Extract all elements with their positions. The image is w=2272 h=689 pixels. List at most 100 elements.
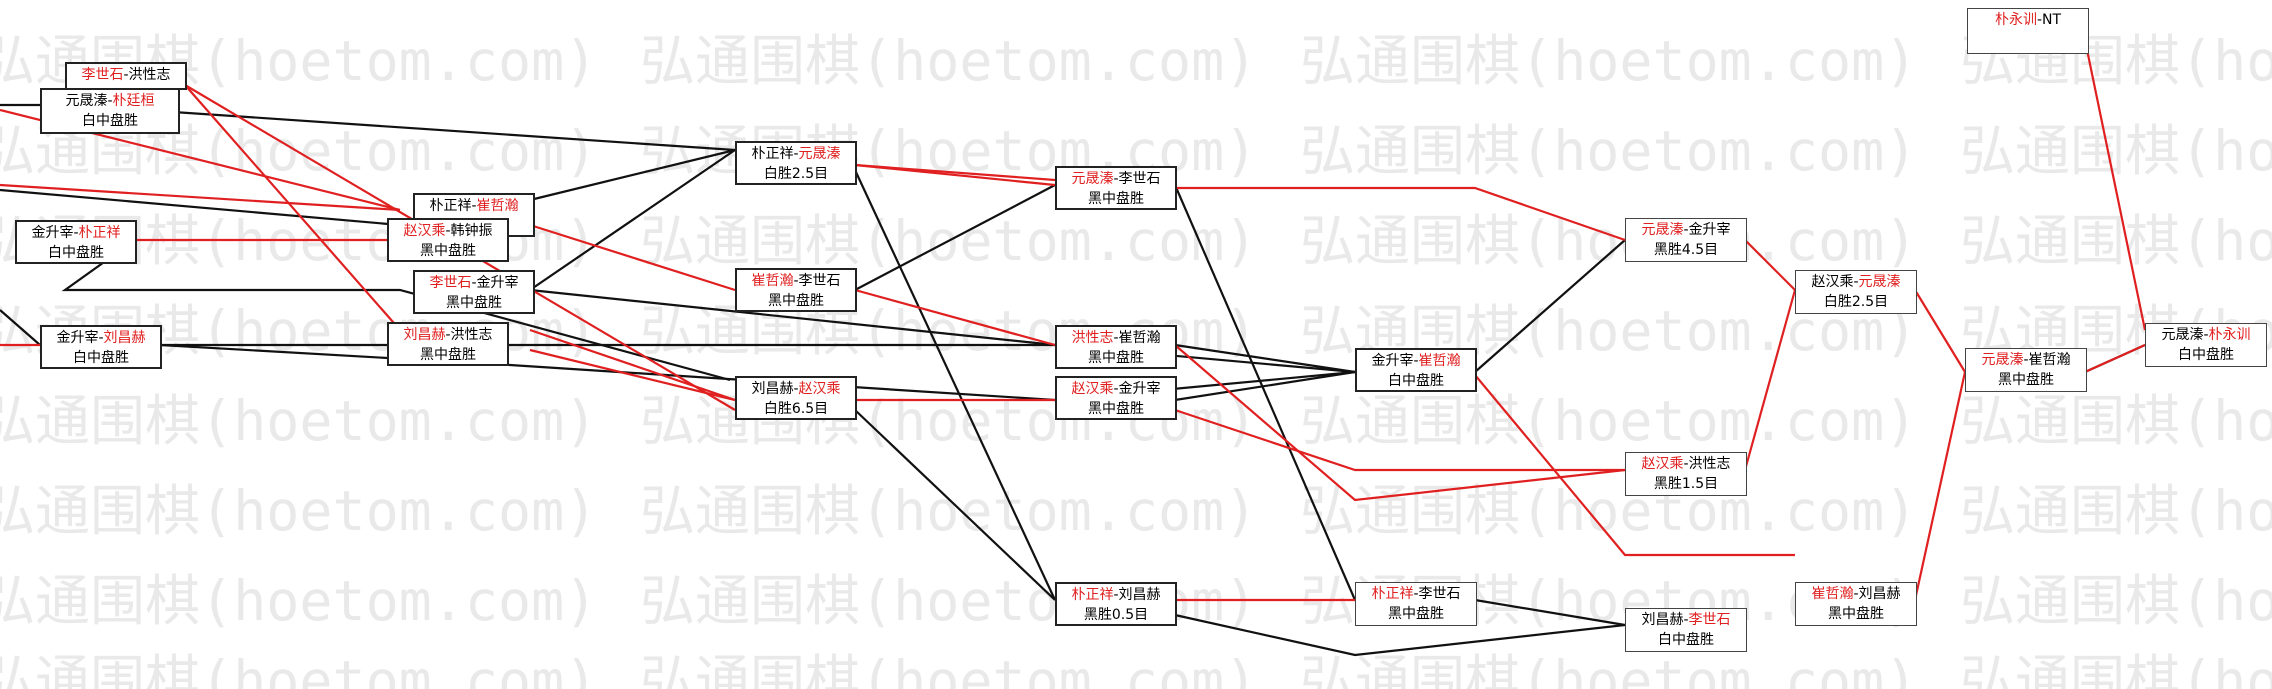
match-box[interactable]: 金升宰-朴正祥 白中盘胜	[15, 220, 137, 264]
match-box[interactable]: 洪性志-崔哲瀚 黑中盘胜	[1055, 325, 1177, 369]
connector-line	[2084, 343, 2146, 374]
match-result: 黑中盘胜	[420, 243, 476, 259]
match-box[interactable]: 刘昌赫-赵汉乘 白胜6.5目	[735, 376, 857, 420]
watermark-text: 弘通围棋(hoetom.com)	[640, 29, 1257, 93]
match-box[interactable]: 元晟溱-李世石 黑中盘胜	[1055, 166, 1177, 210]
connector-line	[1174, 613, 1626, 657]
player-black: 元晟溱	[1641, 222, 1684, 238]
player-black: 李世石	[81, 67, 124, 83]
player-black: 元晟溱	[1981, 352, 2024, 368]
match-result: 黑中盘胜	[1088, 191, 1144, 207]
match-result: 黑中盘胜	[1088, 350, 1144, 366]
player-white: 崔哲瀚	[1118, 330, 1161, 346]
match-box[interactable]: 朴正祥-刘昌赫 黑胜0.5目	[1055, 582, 1177, 626]
connector-line	[1175, 186, 1626, 242]
watermark-text: 弘通围棋(hoetom.com)	[1960, 569, 2272, 633]
player-black: 元晟溱	[2161, 327, 2204, 343]
watermark-text: 弘通围棋(hoetom.com)	[1960, 649, 2272, 689]
player-white: 元晟溱	[798, 146, 841, 162]
match-result: 黑中盘胜	[446, 295, 502, 311]
match-result: 白胜2.5目	[763, 166, 829, 182]
match-result: 黑中盘胜	[1388, 606, 1444, 622]
connector-line	[1474, 598, 1626, 627]
connector-line	[61, 239, 731, 382]
match-result: 白中盘胜	[73, 350, 129, 366]
player-black: 崔哲瀚	[751, 273, 794, 289]
player-white: 洪性志	[128, 67, 171, 83]
player-black: 洪性志	[1071, 330, 1114, 346]
player-black: 金升宰	[31, 225, 74, 241]
match-result: 白中盘胜	[82, 113, 138, 129]
match-box[interactable]: 金升宰-崔哲瀚 白中盘胜	[1355, 348, 1477, 392]
player-white: NT	[2042, 12, 2062, 28]
watermark-text: 弘通围棋(hoetom.com)	[640, 479, 1257, 543]
match-result: 黑胜4.5目	[1653, 242, 1719, 258]
match-box[interactable]: 崔哲瀚-刘昌赫 黑中盘胜	[1795, 582, 1917, 626]
match-result: 黑中盘胜	[1998, 372, 2054, 388]
connector-line	[529, 348, 736, 402]
connector-line	[1914, 289, 1966, 373]
player-white: 崔哲瀚	[476, 198, 519, 214]
player-white: 刘昌赫	[103, 330, 146, 346]
connector-line	[529, 328, 736, 402]
match-box[interactable]: 朴正祥-李世石 黑中盘胜	[1355, 582, 1477, 626]
match-box[interactable]: 元晟溱-朴廷桓 白中盘胜	[40, 88, 180, 134]
player-black: 朴正祥	[751, 146, 794, 162]
connector-line	[1173, 184, 1357, 601]
connector-line	[854, 163, 1056, 182]
player-white: 金升宰	[1118, 381, 1161, 397]
player-black: 赵汉乘	[1811, 274, 1854, 290]
player-white: 赵汉乘	[798, 381, 841, 397]
match-result: 白中盘胜	[48, 245, 104, 261]
match-box[interactable]: 李世石-洪性志	[65, 62, 187, 90]
match-result: 黑中盘胜	[420, 347, 476, 363]
connector-line	[184, 84, 401, 331]
connector-line	[1174, 344, 1626, 502]
player-white: 李世石	[1118, 171, 1161, 187]
watermark-text: 弘通围棋(hoetom.com)	[1960, 209, 2272, 273]
player-black: 崔哲瀚	[1811, 586, 1854, 602]
watermark-text: 弘通围棋(hoetom.com)	[0, 569, 597, 633]
watermark-text: 弘通围棋(hoetom.com)	[1300, 209, 1917, 273]
watermark-text: 弘通围棋(hoetom.com)	[0, 479, 597, 543]
match-result: 白胜6.5目	[763, 401, 829, 417]
connector-line	[854, 409, 1056, 601]
match-box[interactable]: 赵汉乘-金升宰 黑中盘胜	[1055, 376, 1177, 420]
match-result: 白胜2.5目	[1823, 294, 1889, 310]
connector-line	[1913, 371, 1967, 601]
match-box[interactable]: 赵汉乘-韩钟振 黑中盘胜	[387, 218, 509, 262]
match-box[interactable]: 崔哲瀚-李世石 黑中盘胜	[735, 268, 857, 312]
player-white: 崔哲瀚	[1418, 353, 1461, 369]
match-box[interactable]: 元晟溱-崔哲瀚 黑中盘胜	[1965, 348, 2087, 392]
match-box[interactable]: 赵汉乘-元晟溱 白胜2.5目	[1795, 270, 1917, 314]
match-box[interactable]: 金升宰-刘昌赫 白中盘胜	[40, 325, 162, 369]
match-box[interactable]: 赵汉乘-洪性志 黑胜1.5目	[1625, 452, 1747, 496]
match-box[interactable]: 元晟溱-朴永训 白中盘胜	[2145, 323, 2267, 367]
player-white: 洪性志	[1688, 456, 1731, 472]
connector-line	[854, 184, 1056, 291]
match-box-final[interactable]: 朴永训-NT	[1967, 8, 2089, 54]
connector-line	[529, 149, 736, 291]
player-white: 崔哲瀚	[2028, 352, 2071, 368]
connector-line	[1474, 374, 1795, 557]
connector-line	[1474, 239, 1626, 373]
match-box[interactable]: 李世石-金升宰 黑中盘胜	[413, 270, 535, 314]
match-box[interactable]: 朴正祥-元晟溱 白胜2.5目	[735, 141, 857, 185]
watermark-text: 弘通围棋(hoetom.com)	[1300, 389, 1917, 453]
player-white: 刘昌赫	[1118, 587, 1161, 603]
player-black: 赵汉乘	[403, 223, 446, 239]
match-result: 黑胜1.5目	[1653, 476, 1719, 492]
match-box[interactable]: 刘昌赫-洪性志 黑中盘胜	[387, 322, 509, 366]
connector-line	[854, 288, 1056, 347]
connector-line	[1174, 408, 1625, 472]
player-white: 韩钟振	[450, 223, 493, 239]
player-white: 朴廷桓	[112, 93, 155, 109]
match-box[interactable]: 刘昌赫-李世石 白中盘胜	[1625, 608, 1747, 652]
player-black: 刘昌赫	[1641, 612, 1684, 628]
player-white: 李世石	[798, 273, 841, 289]
match-box[interactable]: 元晟溱-金升宰 黑胜4.5目	[1625, 218, 1747, 262]
watermark-text: 弘通围棋(hoetom.com)	[1960, 119, 2272, 183]
player-black: 赵汉乘	[1071, 381, 1114, 397]
player-white: 洪性志	[450, 327, 493, 343]
